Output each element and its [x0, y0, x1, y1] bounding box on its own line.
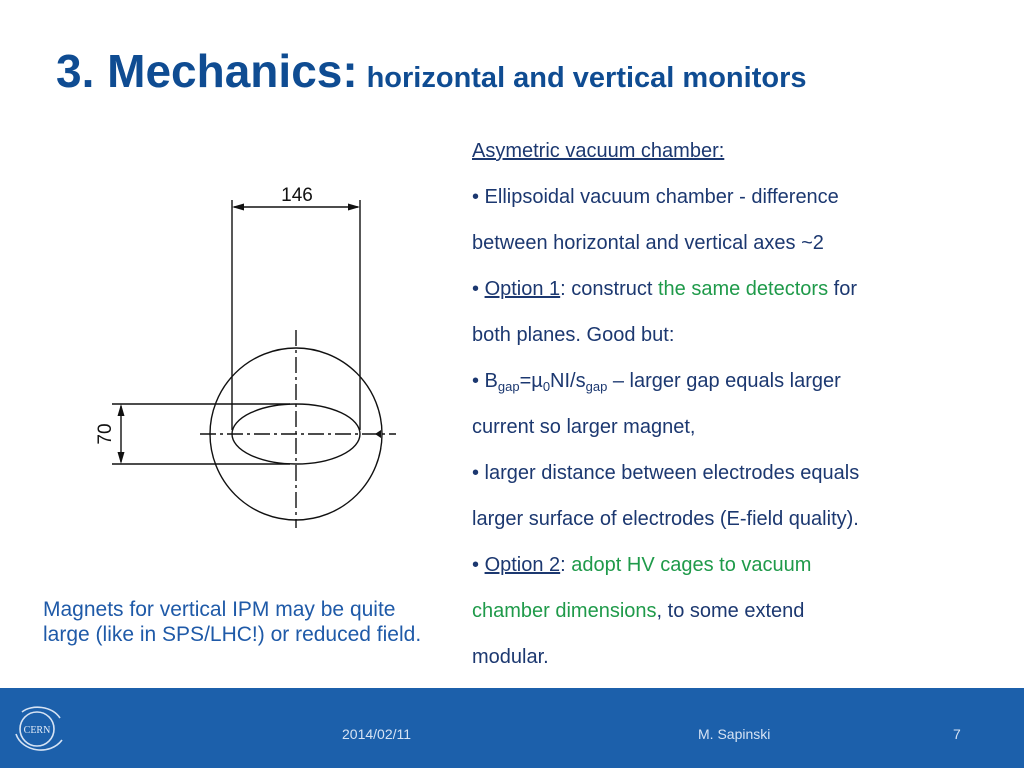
- slide-title-main: 3. Mechanics:: [56, 45, 358, 97]
- bullet-option1: • Option 1: construct the same detectors…: [472, 278, 857, 300]
- slide-title-sub: horizontal and vertical monitors: [366, 62, 807, 94]
- dimension-label-width: 146: [281, 185, 313, 206]
- bullet-ellipsoidal-line2: between horizontal and vertical axes ~2: [472, 232, 824, 254]
- bullet-option2: • Option 2: adopt HV cages to vacuum: [472, 554, 812, 576]
- content-heading-text: Asymetric vacuum chamber:: [472, 140, 725, 162]
- option2-highlight-cont: chamber dimensions: [472, 600, 657, 622]
- bullet-option2-line3: modular.: [472, 646, 549, 668]
- footer-page-number: 7: [953, 726, 961, 742]
- bullet-option1-line2: both planes. Good but:: [472, 324, 675, 346]
- bullet-ellipsoidal-line1: • Ellipsoidal vacuum chamber - differenc…: [472, 186, 839, 208]
- dimension-label-height: 70: [95, 423, 116, 444]
- bullet-electrodes-line2: larger surface of electrodes (E-field qu…: [472, 508, 859, 530]
- arrow-width-left: [232, 203, 244, 211]
- content-panel: Asymetric vacuum chamber: • Ellipsoidal …: [472, 128, 992, 680]
- footer-date: 2014/02/11: [342, 726, 412, 742]
- magnet-note: Magnets for vertical IPM may be quite la…: [43, 598, 422, 646]
- option2-highlight: adopt HV cages to vacuum: [571, 554, 812, 576]
- svg-text:CERN: CERN: [24, 725, 51, 736]
- bullet-option2-line2: chamber dimensions, to some extend: [472, 600, 805, 622]
- bullet-bgap-line2: current so larger magnet,: [472, 416, 696, 438]
- bullet-electrodes-line1: • larger distance between electrodes equ…: [472, 462, 860, 484]
- vacuum-chamber-drawing: 146 70: [95, 185, 396, 528]
- footer-author: M. Sapinski: [698, 726, 771, 742]
- option2-label: Option 2: [484, 554, 561, 576]
- option1-highlight: the same detectors: [657, 278, 829, 300]
- bullet-bgap-formula: • Bgap=µ0NI/sgap – larger gap equals lar…: [472, 370, 841, 394]
- slide-title: 3. Mechanics: horizontal and vertical mo…: [56, 44, 806, 98]
- arrow-width-right: [348, 203, 360, 211]
- option1-label: Option 1: [484, 278, 561, 300]
- arrow-height-top: [117, 404, 125, 416]
- arrow-height-bottom: [117, 452, 125, 464]
- cern-logo-icon: CERN: [15, 706, 63, 751]
- footer-bar: CERN 2014/02/11 M. Sapinski 7: [0, 688, 1024, 768]
- content-heading: Asymetric vacuum chamber:: [472, 128, 992, 174]
- arrow-edge-marker: [375, 430, 381, 438]
